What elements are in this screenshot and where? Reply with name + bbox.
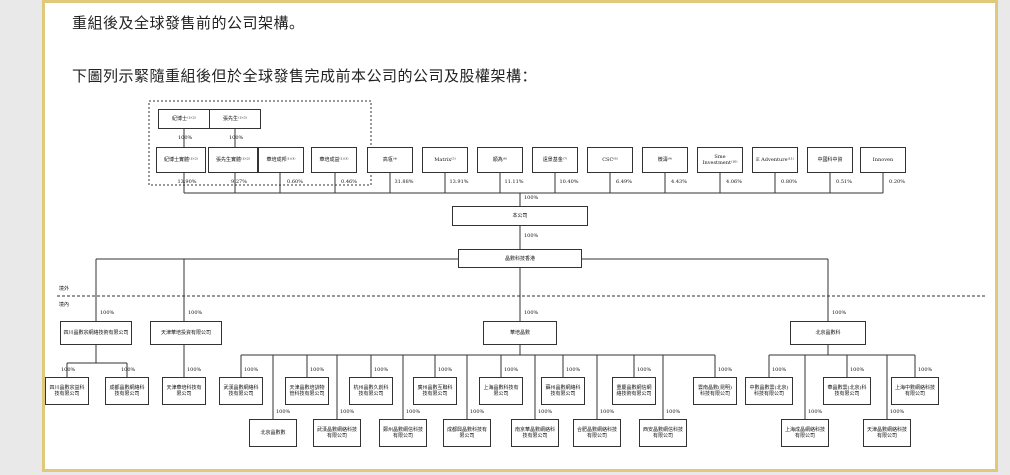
ownership-pct: 100% <box>832 310 847 316</box>
ownership-pct: 100% <box>438 367 453 373</box>
ownership-pct: 13.91% <box>449 179 469 185</box>
ownership-pct: 11.11% <box>504 179 524 185</box>
subsidiary-box: 成都晶數網絡科技有限公司 <box>105 377 149 405</box>
ownership-pct: 100% <box>808 409 823 415</box>
shareholder-box: 紀博士實體⁽¹⁾⁽²⁾ <box>156 147 206 173</box>
subsidiary-box: 武漢晶數網絡科技有限公司 <box>313 419 361 447</box>
ownership-pct: 0.60% <box>287 179 303 185</box>
subsidiary-box: 杭州晶數久創科技有限公司 <box>349 377 393 405</box>
ownership-pct: 100% <box>188 310 203 316</box>
ownership-pct: 6.49% <box>616 179 632 185</box>
ownership-pct: 100% <box>187 367 202 373</box>
subsidiary-box: 天津華培科技有限公司 <box>162 377 206 405</box>
subsidiary-box: 天津晶數網絡科技有限公司 <box>863 419 911 447</box>
ownership-pct: 100% <box>524 233 539 239</box>
subsidiary-box: 北京晶數科 <box>790 321 866 345</box>
ownership-pct: 100% <box>524 310 539 316</box>
ownership-pct: 4.06% <box>726 179 742 185</box>
subsidiary-box: 北京晶數數 <box>249 419 297 447</box>
ownership-pct: 100% <box>276 409 291 415</box>
shareholder-box: 中國科中資 <box>807 147 853 173</box>
ownership-pct: 0.51% <box>836 179 852 185</box>
subsidiary-box: 天津華培投資有限公司 <box>150 321 222 345</box>
shareholder-box: Sme Investment⁽¹⁰⁾ <box>697 147 743 173</box>
ownership-pct: 100% <box>600 409 615 415</box>
subsidiary-box: 四川晶數宗益科技有限公司 <box>45 377 89 405</box>
founder-group-box <box>148 100 372 186</box>
ownership-pct: 100% <box>340 409 355 415</box>
ownership-pct: 100% <box>524 195 539 201</box>
subsidiary-box: 合肥晶數網絡科技有限公司 <box>573 419 621 447</box>
shareholder-box: Matrix⁽⁵⁾ <box>422 147 468 173</box>
ownership-pct: 100% <box>850 367 865 373</box>
ownership-pct: 13.90% <box>177 179 197 185</box>
ownership-pct: 100% <box>772 367 787 373</box>
region-label-offshore: 境外 <box>59 286 70 292</box>
subsidiary-box: 廣州晶數互聯科技有限公司 <box>413 377 457 405</box>
ownership-pct: 100% <box>918 367 933 373</box>
hk-holding-box: 晶數科技香港 <box>458 249 582 268</box>
ownership-pct: 31.88% <box>394 179 414 185</box>
subsidiary-box: 上海成晶網絡科技有限公司 <box>781 419 829 447</box>
diagram-caption: 下圖列示緊隨重組後但於全球發售完成前本公司的公司及股權架構： <box>72 67 538 85</box>
person-box-ji: 紀博士⁽¹⁾⁽²⁾ <box>158 109 210 129</box>
ownership-pct: 100% <box>121 367 136 373</box>
company-box: 本公司 <box>452 206 588 226</box>
subsidiary-box: 天津晶數培訓物管科技有限公司 <box>285 377 329 405</box>
org-chart-lines <box>57 100 985 419</box>
subsidiary-box: 華晶數雲(北京)科技有限公司 <box>823 377 871 405</box>
ownership-pct: 100% <box>470 409 485 415</box>
ownership-pct: 100% <box>666 409 681 415</box>
ownership-pct: 100% <box>718 367 733 373</box>
ownership-pct: 100% <box>566 367 581 373</box>
ownership-pct: 0.46% <box>341 179 357 185</box>
subsidiary-box: 武漢晶數網絡科技有限公司 <box>219 377 263 405</box>
shareholder-box: 華培成邦⁽¹⁾⁽³⁾ <box>258 147 304 173</box>
subsidiary-box: 上海晶數科技有限公司 <box>479 377 523 405</box>
subsidiary-box: 上海中數網絡科技有限公司 <box>891 377 939 405</box>
ownership-pct: 4.43% <box>671 179 687 185</box>
ownership-pct: 100% <box>406 409 421 415</box>
subsidiary-box: 四川晶數宗網絡技術有限公司 <box>60 321 132 345</box>
ownership-pct: 100% <box>374 367 389 373</box>
ownership-pct: 100% <box>504 367 519 373</box>
subsidiary-box: 南京華晶數網絡科技有限公司 <box>511 419 559 447</box>
ownership-pct: 100% <box>244 367 259 373</box>
shareholder-box: 遠景基金⁽⁷⁾ <box>532 147 578 173</box>
person-box-zhang: 張先生⁽¹⁾⁽²⁾ <box>209 109 261 129</box>
subsidiary-box: 中數晶數雲(北京)科技有限公司 <box>745 377 793 405</box>
subsidiary-box: 雲南晶數(昆明)科技有限公司 <box>693 377 737 405</box>
subsidiary-box: 成都興晶數科技有限公司 <box>443 419 491 447</box>
shareholder-box: 順為⁽⁶⁾ <box>477 147 523 173</box>
subsidiary-box: 蘇州晶數網絡科技有限公司 <box>541 377 585 405</box>
subsidiary-box: 鄭州晶數網信科技有限公司 <box>379 419 427 447</box>
ownership-pct: 100% <box>61 367 76 373</box>
ownership-pct: 100% <box>538 409 553 415</box>
shareholder-box: 微濤⁽⁹⁾ <box>642 147 688 173</box>
subsidiary-box: 華培晶數 <box>483 321 557 345</box>
section-heading: 重組後及全球發售前的公司架構。 <box>72 14 305 32</box>
shareholder-box: Innoven <box>860 147 906 173</box>
ownership-pct: 100% <box>178 135 193 141</box>
document-page: 重組後及全球發售前的公司架構。 下圖列示緊隨重組後但於全球發售完成前本公司的公司… <box>42 0 998 472</box>
ownership-pct: 100% <box>100 310 115 316</box>
region-label-onshore: 境內 <box>59 302 70 308</box>
ownership-pct: 9.27% <box>231 179 247 185</box>
ownership-pct: 100% <box>229 135 244 141</box>
shareholder-box: CSC⁽⁸⁾ <box>587 147 633 173</box>
ownership-pct: 0.80% <box>781 179 797 185</box>
shareholder-box: 高瓴⁽⁴⁾ <box>367 147 413 173</box>
shareholder-box: E Adventure⁽¹¹⁾ <box>752 147 798 173</box>
ownership-pct: 100% <box>310 367 325 373</box>
subsidiary-box: 西安晶數網信科技有限公司 <box>639 419 687 447</box>
ownership-pct: 100% <box>890 409 905 415</box>
ownership-pct: 10.40% <box>559 179 579 185</box>
shareholder-box: 華培成益⁽¹⁾⁽³⁾ <box>311 147 357 173</box>
ownership-pct: 0.20% <box>889 179 905 185</box>
shareholder-box: 張先生實體⁽¹⁾⁽²⁾ <box>208 147 258 173</box>
subsidiary-box: 重慶晶數網信網絡技術有限公司 <box>612 377 656 405</box>
ownership-pct: 100% <box>637 367 652 373</box>
